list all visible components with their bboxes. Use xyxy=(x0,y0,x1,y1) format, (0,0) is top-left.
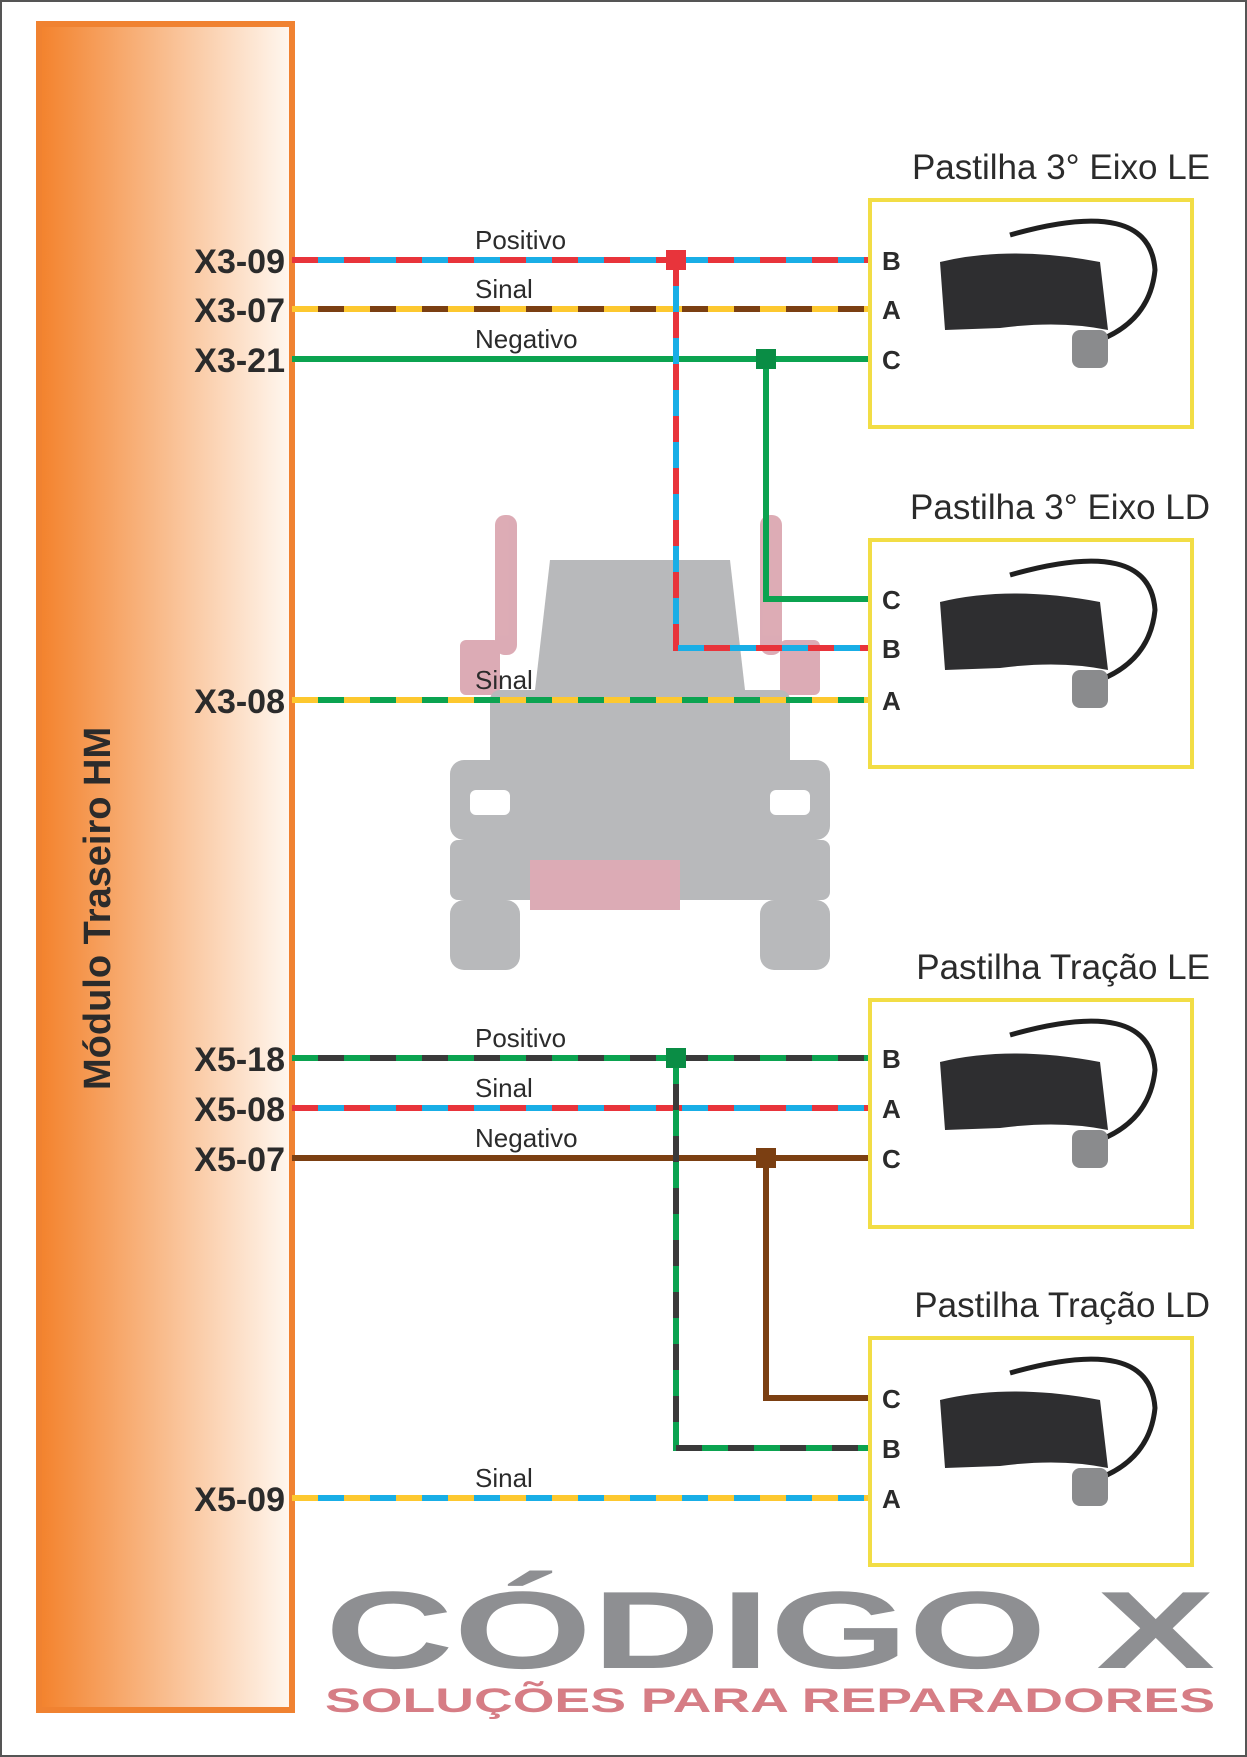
wire-label: Positivo xyxy=(475,1023,566,1053)
wire-x5-09: X5-09 Sinal xyxy=(194,1463,868,1519)
wire-label: Sinal xyxy=(475,1073,533,1103)
pin-label: X3-08 xyxy=(194,683,285,721)
wire-x3-08: X3-08 Sinal xyxy=(194,665,868,721)
pin-label: X5-18 xyxy=(194,1041,285,1079)
wire-x3-09: X3-09 Positivo xyxy=(194,225,868,281)
pin-label: X5-09 xyxy=(194,1481,285,1519)
wire-label: Sinal xyxy=(475,274,533,304)
truck-watermark-icon xyxy=(450,515,830,970)
pad-title: Pastilha 3° Eixo LE xyxy=(912,148,1210,187)
brand-tagline: SOLUÇÕES PARA REPARADORES xyxy=(325,1682,1215,1720)
wire-x3-07: X3-07 Sinal xyxy=(194,274,868,330)
brand-name: CÓDIGO X xyxy=(325,1569,1215,1692)
pad-box-2: Pastilha 3° Eixo LD CBA xyxy=(868,488,1210,769)
wire-label: Negativo xyxy=(475,324,578,354)
pin-label: X5-08 xyxy=(194,1091,285,1129)
terminal-label: B xyxy=(882,246,901,276)
wire-x5-18: X5-18 Positivo xyxy=(194,1023,868,1079)
terminal-label: B xyxy=(882,1044,901,1074)
pad-box-4: Pastilha Tração LD CBA xyxy=(868,1286,1210,1567)
terminal-label: C xyxy=(882,585,901,615)
branch-negativo-3eixo xyxy=(763,359,868,602)
brand-watermark: CÓDIGO X SOLUÇÕES PARA REPARADORES xyxy=(325,1569,1215,1720)
module-label: Módulo Traseiro HM xyxy=(77,727,119,1090)
terminal-label: A xyxy=(882,295,901,325)
pin-label: X3-09 xyxy=(194,243,285,281)
branch-wires xyxy=(666,250,868,1451)
brake-pad-icon xyxy=(940,558,1158,708)
pin-label: X3-07 xyxy=(194,292,285,330)
pin-label: X5-07 xyxy=(194,1141,285,1179)
wire-label: Sinal xyxy=(475,1463,533,1493)
pad-box-1: Pastilha 3° Eixo LE BAC xyxy=(868,148,1210,429)
junction-node xyxy=(666,250,686,270)
wire-x5-08: X5-08 Sinal xyxy=(194,1073,868,1129)
wire-label: Positivo xyxy=(475,225,566,255)
module-traseiro-hm xyxy=(36,21,295,1713)
brake-pad-icon xyxy=(940,218,1158,368)
terminal-label: A xyxy=(882,1094,901,1124)
pad-box-3: Pastilha Tração LE BAC xyxy=(868,948,1210,1229)
terminal-label: B xyxy=(882,634,901,664)
terminal-label: B xyxy=(882,1434,901,1464)
brake-pad-icon xyxy=(940,1356,1158,1506)
brake-pad-icon xyxy=(940,1018,1158,1168)
pad-title: Pastilha 3° Eixo LD xyxy=(910,488,1210,527)
terminal-label: A xyxy=(882,1484,901,1514)
junction-node xyxy=(756,1148,776,1168)
junction-node xyxy=(756,349,776,369)
terminal-label: C xyxy=(882,1144,901,1174)
wire-label: Negativo xyxy=(475,1123,578,1153)
terminal-label: A xyxy=(882,686,901,716)
terminal-label: C xyxy=(882,1384,901,1414)
pad-title: Pastilha Tração LE xyxy=(916,948,1210,987)
wire-label: Sinal xyxy=(475,665,533,695)
pin-label: X3-21 xyxy=(194,342,285,380)
terminal-label: C xyxy=(882,345,901,375)
pad-title: Pastilha Tração LD xyxy=(914,1286,1210,1325)
branch-negativo-tracao xyxy=(763,1158,868,1401)
branch-positivo-tracao-stripe xyxy=(673,1058,868,1451)
junction-node xyxy=(666,1048,686,1068)
branch-positivo-3eixo-stripe xyxy=(673,260,868,651)
